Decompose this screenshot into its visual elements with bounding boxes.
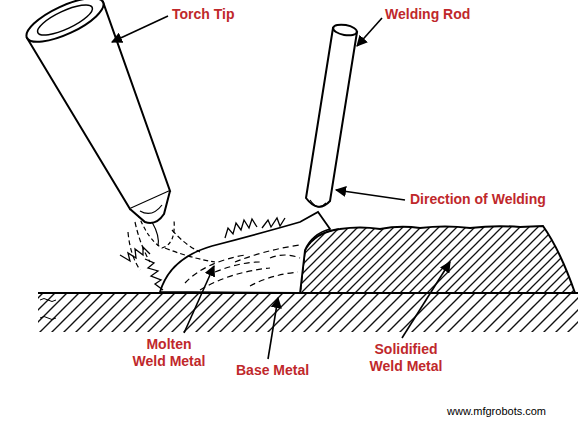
part-label: Base Metal	[236, 362, 309, 379]
molten-weld-pool	[160, 212, 330, 293]
welding-rod	[306, 23, 358, 207]
part-label: Direction of Welding	[410, 191, 546, 208]
part-label: Molten Weld Metal	[130, 336, 208, 370]
part-label: Torch Tip	[172, 6, 234, 23]
watermark: www.mfgrobots.com	[447, 405, 546, 418]
part-label: Solidified Weld Metal	[360, 341, 452, 375]
torch-flame	[128, 214, 215, 270]
base-metal	[38, 293, 578, 332]
part-label: Welding Rod	[385, 6, 470, 23]
gas-torch	[21, 0, 170, 223]
leader-arrows	[112, 16, 450, 359]
